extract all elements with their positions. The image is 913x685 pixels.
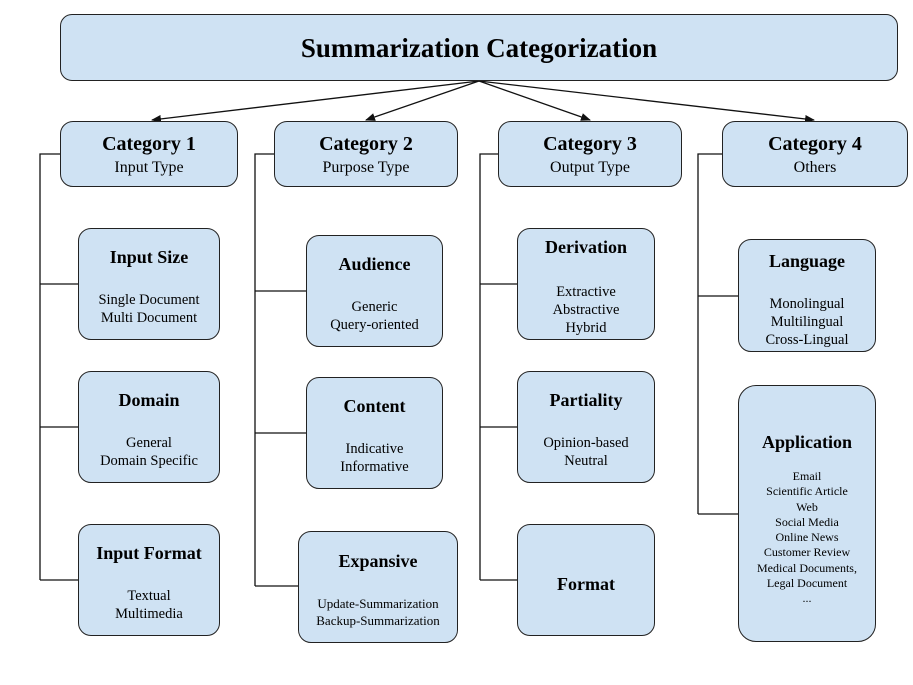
item-single-document: Single Document — [98, 292, 200, 308]
item-indicative: Indicative — [345, 441, 404, 457]
expansive-box: Expansive Update-Summarization Backup-Su… — [298, 531, 458, 643]
partiality-box: Partiality Opinion-based Neutral — [517, 371, 655, 483]
item-backup-summarization: Backup-Summarization — [316, 613, 440, 628]
category-1-heading: Category 1 — [102, 133, 196, 155]
language-title: Language — [768, 251, 846, 271]
arrow-to-category-2 — [365, 80, 480, 121]
item-email: Email — [792, 469, 822, 483]
item-monolingual: Monolingual — [769, 296, 845, 312]
derivation-items: Extractive Abstractive Hybrid — [518, 283, 654, 337]
arrow-to-category-1 — [151, 80, 480, 123]
input-size-box: Input Size Single Document Multi Documen… — [78, 228, 220, 340]
item-medical-documents: Medical Documents, — [757, 560, 857, 575]
language-items: Monolingual Multilingual Cross-Lingual — [739, 295, 875, 349]
category-4-heading: Category 4 — [768, 133, 862, 155]
item-social-media: Social Media — [775, 514, 839, 529]
item-multilingual: Multilingual — [770, 314, 844, 330]
expansive-items: Update-Summarization Backup-Summarizatio… — [299, 595, 457, 629]
audience-title: Audience — [338, 254, 411, 274]
input-size-items: Single Document Multi Document — [79, 291, 219, 327]
item-customer-review: Customer Review — [763, 545, 851, 560]
category-3-box: Category 3 Output Type — [498, 121, 682, 187]
category-2-box: Category 2 Purpose Type — [274, 121, 458, 187]
item-informative: Informative — [340, 459, 409, 475]
item-multimedia: Multimedia — [115, 606, 183, 622]
category-1-box: Category 1 Input Type — [60, 121, 238, 187]
item-query-oriented: Query-oriented — [330, 317, 419, 333]
derivation-box: Derivation Extractive Abstractive Hybrid — [517, 228, 655, 340]
item-neutral: Neutral — [564, 453, 608, 469]
item-abstractive: Abstractive — [552, 302, 620, 318]
item-extractive: Extractive — [556, 284, 616, 300]
item-domain-specific: Domain Specific — [100, 453, 198, 469]
audience-items: Generic Query-oriented — [307, 298, 442, 334]
domain-box: Domain General Domain Specific — [78, 371, 220, 483]
partiality-title: Partiality — [549, 390, 623, 410]
category-2-heading: Category 2 — [319, 133, 413, 155]
diagram-title: Summarization Categorization — [300, 33, 658, 63]
audience-box: Audience Generic Query-oriented — [306, 235, 443, 347]
category-3-subheading: Output Type — [550, 159, 630, 176]
category-4-box: Category 4 Others — [722, 121, 908, 187]
application-items: Email Scientific Article Web Social Medi… — [739, 469, 875, 607]
partiality-items: Opinion-based Neutral — [518, 434, 654, 470]
item-hybrid: Hybrid — [565, 320, 607, 336]
arrow-to-category-4 — [478, 80, 815, 123]
content-title: Content — [343, 396, 406, 416]
item-ellipsis: ... — [802, 591, 812, 606]
domain-items: General Domain Specific — [79, 434, 219, 470]
item-opinion-based: Opinion-based — [543, 435, 629, 451]
item-update-summarization: Update-Summarization — [317, 596, 439, 611]
domain-title: Domain — [118, 390, 180, 410]
input-format-title: Input Format — [96, 543, 202, 563]
derivation-title: Derivation — [545, 237, 627, 257]
category-2-trunk — [254, 153, 274, 586]
item-scientific-article: Scientific Article — [766, 484, 848, 499]
category-4-trunk — [697, 153, 722, 514]
input-format-box: Input Format Textual Multimedia — [78, 524, 220, 636]
content-items: Indicative Informative — [307, 440, 442, 476]
expansive-title: Expansive — [338, 551, 418, 571]
item-textual: Textual — [127, 588, 171, 604]
content-box: Content Indicative Informative — [306, 377, 443, 489]
item-web: Web — [796, 499, 818, 514]
item-general: General — [126, 435, 172, 451]
input-size-title: Input Size — [109, 247, 189, 267]
title-box: Summarization Categorization — [60, 14, 898, 81]
application-title: Application — [761, 432, 853, 452]
category-1-trunk — [39, 153, 60, 580]
category-1-subheading: Input Type — [114, 159, 184, 176]
category-2-subheading: Purpose Type — [322, 159, 410, 176]
format-box: Format — [517, 524, 655, 636]
item-generic: Generic — [351, 299, 398, 315]
item-online-news: Online News — [775, 530, 839, 545]
item-multi-document: Multi Document — [100, 310, 198, 326]
item-legal-document: Legal Document — [766, 576, 848, 591]
format-title: Format — [557, 574, 615, 594]
category-3-heading: Category 3 — [543, 133, 637, 155]
item-cross-lingual: Cross-Lingual — [765, 332, 849, 348]
category-3-trunk — [479, 153, 498, 580]
language-box: Language Monolingual Multilingual Cross-… — [738, 239, 876, 352]
input-format-items: Textual Multimedia — [79, 587, 219, 623]
category-4-subheading: Others — [793, 159, 837, 176]
application-box: Application Email Scientific Article Web… — [738, 385, 876, 642]
arrow-to-category-3 — [478, 80, 591, 121]
